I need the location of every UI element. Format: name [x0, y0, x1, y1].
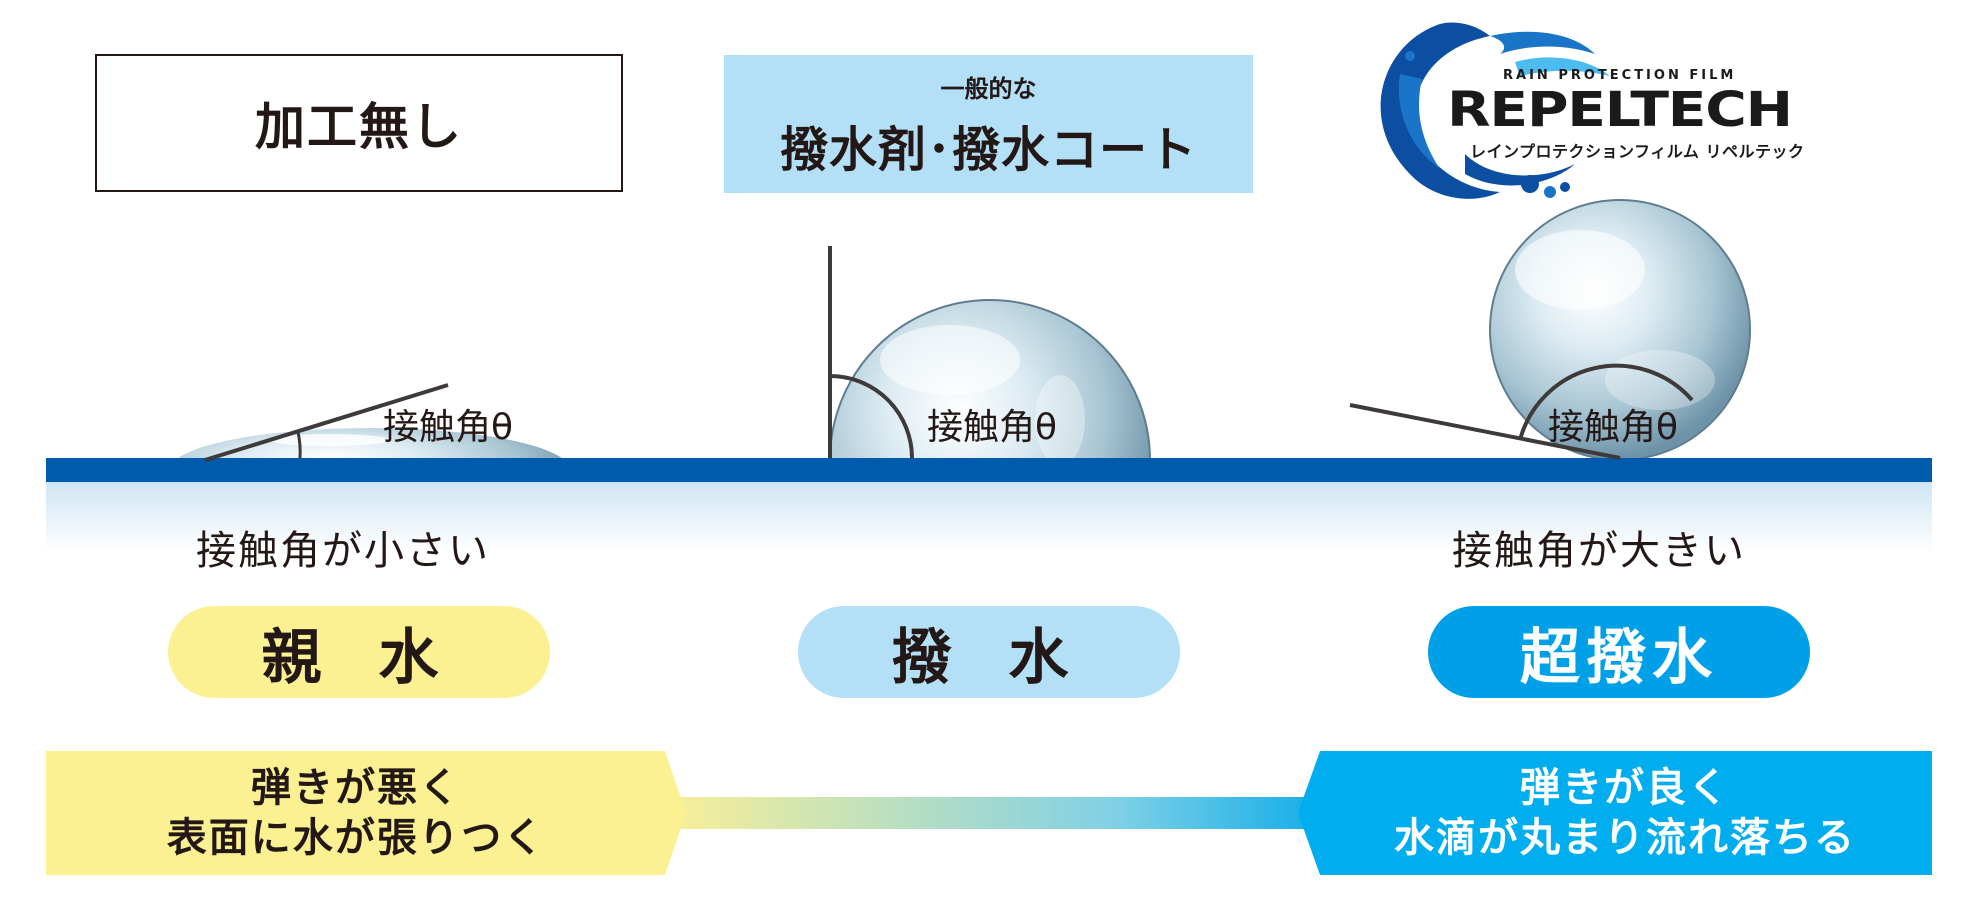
- contact-angle-label-1: 接触角θ: [383, 407, 514, 448]
- no-treatment-box: 加工無し: [95, 54, 623, 192]
- poor-repellency-line-2: 表面に水が張りつく: [166, 815, 546, 861]
- coating-main-label: 撥水剤･撥水コート: [779, 121, 1197, 178]
- contact-angle-label-3: 接触角θ: [1548, 407, 1679, 448]
- logo-tagline: RAIN PROTECTION FILM: [1503, 68, 1737, 83]
- hydrophobic-pill: 撥 水: [798, 606, 1180, 698]
- surface-line: [46, 458, 1932, 482]
- no-treatment-label: 加工無し: [255, 98, 463, 156]
- hydrophilic-label: 親 水: [261, 622, 457, 693]
- hydrophilic-pill: 親 水: [168, 606, 550, 698]
- good-repellency-band: 弾きが良く 水滴が丸まり流れ落ちる: [1298, 751, 1932, 875]
- coating-sub-label: 一般的な: [940, 74, 1037, 103]
- tangent-line-1: [204, 383, 449, 462]
- contact-angle-label-2: 接触角θ: [927, 407, 1058, 448]
- superhydrophobic-pill: 超撥水: [1428, 606, 1810, 698]
- logo-wordmark: REPELTECH: [1447, 82, 1793, 138]
- good-repellency-line-1: 弾きが良く: [1520, 765, 1730, 811]
- poor-repellency-band: 弾きが悪く 表面に水が張りつく: [46, 751, 686, 875]
- poor-repellency-line-1: 弾きが悪く: [251, 765, 461, 811]
- good-repellency-line-2: 水滴が丸まり流れ落ちる: [1394, 815, 1856, 861]
- surface-shadow: [46, 482, 1932, 552]
- gradient-connector: [680, 797, 1305, 829]
- angle-arc-3: [1518, 363, 1694, 441]
- angle-arc-2: [829, 374, 914, 459]
- logo-kana: レインプロテクションフィルム リペルテック: [1470, 142, 1805, 161]
- hydrophobic-label: 撥 水: [891, 622, 1087, 693]
- small-angle-text: 接触角が小さい: [196, 528, 490, 574]
- droplet-hydrophobic: [829, 299, 1151, 460]
- coating-box: 一般的な 撥水剤･撥水コート: [724, 55, 1253, 193]
- tangent-line-3: [1349, 403, 1621, 460]
- superhydrophobic-label: 超撥水: [1520, 622, 1718, 693]
- angle-arc-1: [296, 431, 302, 459]
- repeltech-splash-logo-icon: [1380, 22, 1610, 199]
- large-angle-text: 接触角が大きい: [1452, 528, 1746, 574]
